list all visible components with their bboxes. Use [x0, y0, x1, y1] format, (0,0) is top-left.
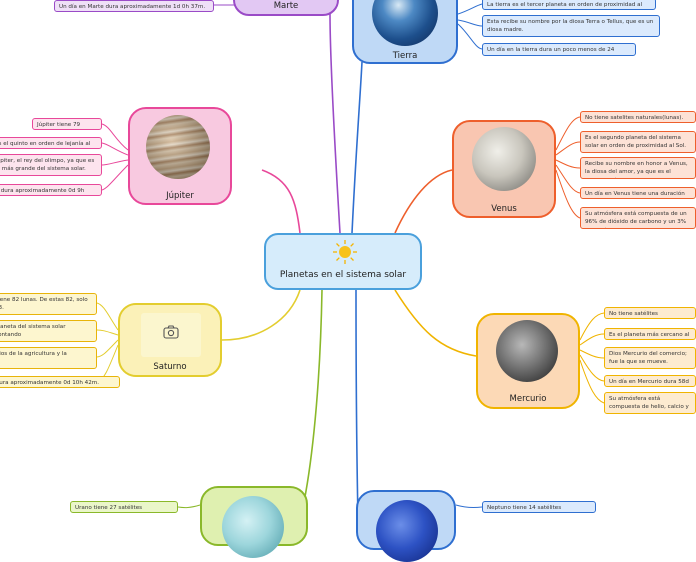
- mercurio-fact-2[interactable]: Dios Mercurio del comercio; fue la que s…: [604, 347, 696, 369]
- venus-fact-2[interactable]: Recibe su nombre en honor a Venus, la di…: [580, 157, 696, 179]
- root-title: Planetas en el sistema solar: [279, 270, 407, 280]
- tierra-title: Tierra: [392, 51, 418, 61]
- mercury-image: [496, 320, 558, 382]
- node-urano[interactable]: [200, 486, 308, 558]
- venus-image: [472, 127, 536, 191]
- saturno-fact-3[interactable]: Dura aproximadamente 0d 10h 42m.: [0, 376, 120, 388]
- venus-fact-1[interactable]: Es el segundo planeta del sistema solar …: [580, 131, 696, 153]
- earth-image: [372, 0, 438, 46]
- neptuno-fact-0[interactable]: Neptuno tiene 14 satélites naturales.: [482, 501, 596, 513]
- connector-lines: [96, 3, 605, 520]
- marte-fact-0[interactable]: Un día en Marte dura aproximadamente 1d …: [54, 0, 214, 12]
- connector-tierra: [351, 61, 363, 234]
- node-neptuno[interactable]: [356, 490, 456, 562]
- camera-icon: [163, 325, 179, 339]
- marte-title: Marte: [273, 1, 299, 11]
- mercurio-fact-4[interactable]: Su atmósfera está compuesta de helio, ca…: [604, 392, 696, 414]
- sun-icon: [333, 240, 357, 264]
- urano-fact-0[interactable]: Urano tiene 27 satélites conocidos.: [70, 501, 178, 513]
- saturno-image-placeholder: [141, 313, 201, 357]
- connector-urano: [299, 289, 323, 520]
- jupiter-fact-3[interactable]: Un día dura aproximadamente 0d 9h 56m.: [0, 184, 102, 196]
- venus-title: Venus: [491, 204, 517, 214]
- venus-fact-0[interactable]: No tiene satelites naturales(lunas).: [580, 111, 696, 123]
- saturno-fact-2[interactable]: Dios de la agricultura y la: [0, 347, 97, 369]
- saturno-fact-1[interactable]: planeta del sistema solar contando: [0, 320, 97, 342]
- jupiter-image: [146, 115, 210, 179]
- venus-fact-4[interactable]: Su atmósfera está compuesta de un 96% de…: [580, 207, 696, 229]
- uranus-image: [222, 496, 284, 558]
- tierra-fact-0[interactable]: La tierra es el tercer planeta en orden …: [482, 0, 656, 10]
- node-mercurio[interactable]: Mercurio: [476, 313, 580, 409]
- mercurio-fact-1[interactable]: Es el planeta más cercano al Sol.: [604, 328, 696, 340]
- saturno-fact-0[interactable]: Tiene 82 lunas. De estas 82, solo 53.: [0, 293, 97, 315]
- saturno-title: Saturno: [153, 362, 187, 372]
- jupiter-fact-2[interactable]: Júpiter, el rey del olimpo, ya que es el…: [0, 154, 102, 176]
- tierra-fact-2[interactable]: Un día en la tierra dura un poco menos d…: [482, 43, 636, 56]
- jupiter-title: Júpiter: [166, 191, 194, 201]
- connector-mercurio: [394, 289, 477, 357]
- node-jupiter[interactable]: Júpiter: [128, 107, 232, 205]
- connector-venus: [394, 169, 453, 234]
- mercurio-title: Mercurio: [509, 394, 547, 404]
- root-node[interactable]: Planetas en el sistema solar: [264, 233, 422, 290]
- connector-marte: [329, 13, 341, 234]
- tierra-fact-1[interactable]: Esta recibe su nombre por la diosa Terra…: [482, 15, 660, 37]
- node-saturno[interactable]: Saturno: [118, 303, 222, 377]
- jupiter-fact-1[interactable]: Es el quinto en orden de lejanía al Sol.: [0, 137, 102, 149]
- venus-fact-3[interactable]: Un día en Venus tiene una duración 116d …: [580, 187, 696, 199]
- mercurio-fact-3[interactable]: Un día en Mercurio dura 58d 15h 30m.: [604, 375, 696, 387]
- node-marte[interactable]: Marte: [233, 0, 339, 16]
- mercurio-fact-0[interactable]: No tiene satélites naturales(lunas).: [604, 307, 696, 319]
- connector-jupiter: [261, 169, 301, 234]
- node-tierra[interactable]: Tierra: [352, 0, 458, 64]
- node-venus[interactable]: Venus: [452, 120, 556, 218]
- connector-neptuno: [355, 289, 359, 520]
- neptune-image: [376, 500, 438, 562]
- connector-saturno: [221, 289, 301, 341]
- jupiter-fact-0[interactable]: Júpiter tiene 79 lunas.: [32, 118, 102, 130]
